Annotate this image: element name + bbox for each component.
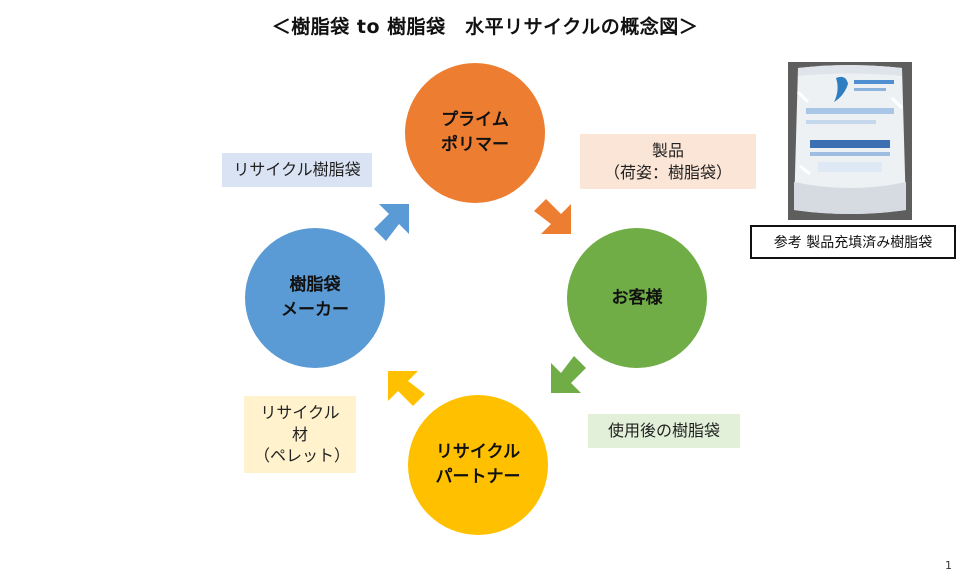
node-recycle-partner-line2: パートナー bbox=[435, 467, 521, 487]
flow-product-line2: （荷姿：樹脂袋） bbox=[603, 162, 732, 182]
flow-recycled-bags-label: リサイクル樹脂袋 bbox=[222, 153, 372, 187]
flow-product-line1: 製品 bbox=[651, 141, 684, 160]
arrow-partner-to-maker bbox=[388, 371, 425, 406]
page-number: 1 bbox=[945, 559, 952, 572]
arrow-maker-to-prime bbox=[374, 204, 409, 241]
diagram-title: ＜樹脂袋 to 樹脂袋 水平リサイクルの概念図＞ bbox=[271, 16, 699, 38]
node-recycle-partner-line1: リサイクル bbox=[435, 442, 521, 463]
node-customer: お客様 bbox=[567, 228, 707, 368]
product-bag-photo bbox=[788, 62, 912, 220]
node-prime-polymer-line1: プライム bbox=[441, 110, 509, 131]
node-prime-polymer-line2: ポリマー bbox=[441, 135, 509, 155]
node-recycle-partner: リサイクル パートナー bbox=[408, 395, 548, 535]
flow-used-bags-line1: 使用後の樹脂袋 bbox=[607, 421, 720, 440]
arrow-customer-to-partner bbox=[551, 356, 586, 393]
flow-used-bags-label: 使用後の樹脂袋 bbox=[588, 414, 740, 448]
node-customer-label: お客様 bbox=[611, 287, 663, 308]
flow-recycled-material-line1: リサイクル材 bbox=[260, 403, 340, 444]
arrow-prime-to-customer bbox=[534, 199, 571, 234]
flow-product-label: 製品 （荷姿：樹脂袋） bbox=[580, 134, 756, 190]
flow-recycled-material-label: リサイクル材 （ペレット） bbox=[244, 396, 356, 473]
node-bag-maker-line2: メーカー bbox=[281, 300, 349, 320]
node-bag-maker: 樹脂袋 メーカー bbox=[245, 228, 385, 368]
flow-recycled-bags-line1: リサイクル樹脂袋 bbox=[233, 160, 361, 179]
flow-recycled-material-line2: （ペレット） bbox=[254, 446, 351, 466]
node-bag-maker-line1: 樹脂袋 bbox=[289, 275, 341, 296]
node-prime-polymer: プライム ポリマー bbox=[405, 63, 545, 203]
reference-caption: 参考 製品充填済み樹脂袋 bbox=[750, 225, 956, 259]
resin-bag-image bbox=[788, 62, 912, 220]
